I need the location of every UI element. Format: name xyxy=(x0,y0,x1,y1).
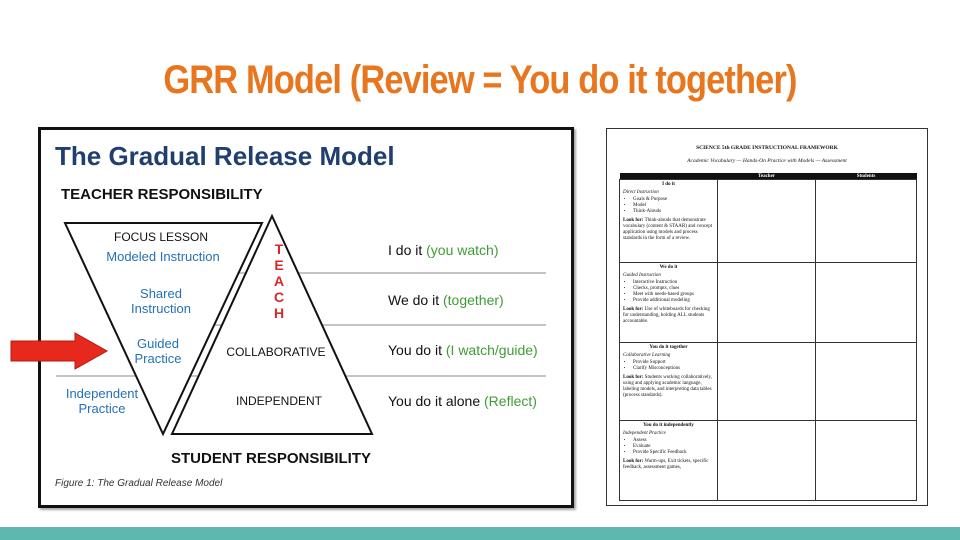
look-for-text: Look for: Students working collaborative… xyxy=(623,375,714,399)
section-head: You do it together xyxy=(649,345,688,350)
row-i-do-it: I do it (you watch) xyxy=(388,242,499,258)
framework-table: Teacher Students I do it Direct Instruct… xyxy=(619,173,917,501)
look-for-text: Look for: Warm-ups, Exit tickets, specif… xyxy=(623,459,714,471)
slide-title: GRR Model (Review = You do it together) xyxy=(163,58,797,102)
teach-letter: C xyxy=(274,289,284,305)
teacher-triangle xyxy=(63,222,264,437)
grr-diagram: The Gradual Release Model TEACHER RESPON… xyxy=(55,141,546,489)
guided-practice-label-2: Practice xyxy=(135,351,182,366)
list-item: Interactive Instruction xyxy=(633,280,714,286)
focus-lesson-label: FOCUS LESSON xyxy=(114,230,208,244)
table-header-blank xyxy=(619,173,718,180)
list-item: Clarify Misconceptions xyxy=(633,366,714,372)
list-item: Provide Support xyxy=(633,360,714,366)
teach-letter: H xyxy=(274,305,284,321)
look-for-label: Look for: xyxy=(623,459,644,464)
row-main: You do it alone xyxy=(388,393,480,409)
list-item: Provide additional modeling xyxy=(633,298,714,304)
teach-letter: A xyxy=(274,273,284,289)
table-cell: You do it together Collaborative Learnin… xyxy=(619,342,718,421)
row-paren: (together) xyxy=(443,292,504,308)
teach-letter: T xyxy=(275,241,284,257)
section-list: Interactive Instruction Checks, prompts,… xyxy=(633,280,714,304)
list-item: Evaluate xyxy=(633,444,714,450)
row-you-do-it: You do it (I watch/guide) xyxy=(388,342,538,358)
table-row: I do it Direct Instruction Goals & Purpo… xyxy=(619,179,917,263)
list-item: Goals & Purpose xyxy=(633,197,714,203)
teacher-cell xyxy=(717,262,816,343)
look-for-text: Look for: Think-alouds that demonstrate … xyxy=(623,218,714,242)
section-list: Goals & Purpose Model Think-Alouds xyxy=(633,197,714,215)
list-item: Model xyxy=(633,203,714,209)
row-paren: (you watch) xyxy=(426,242,498,258)
section-sub: Independent Practice xyxy=(623,431,666,436)
list-item: Checks, prompts, clues xyxy=(633,286,714,292)
right-arrow-icon xyxy=(10,332,109,370)
look-for-label: Look for: xyxy=(623,307,644,312)
look-for-body: Warm-ups, Exit tickets, specific feedbac… xyxy=(623,459,709,470)
look-for-body: Use of whiteboards for checking for unde… xyxy=(623,307,710,324)
figure-caption: Figure 1: The Gradual Release Model xyxy=(55,478,223,489)
row-paren: (Reflect) xyxy=(484,393,537,409)
row-main: We do it xyxy=(388,292,439,308)
independent-label: INDEPENDENT xyxy=(236,394,323,408)
row-main: You do it xyxy=(388,342,442,358)
students-cell xyxy=(815,342,917,421)
grr-heading: The Gradual Release Model xyxy=(55,141,395,171)
modeled-instruction-label: Modeled Instruction xyxy=(106,249,219,264)
table-cell: I do it Direct Instruction Goals & Purpo… xyxy=(619,179,718,263)
table-cell: You do it independently Independent Prac… xyxy=(619,420,718,501)
table-row: We do it Guided Instruction Interactive … xyxy=(619,262,917,343)
section-sub: Collaborative Learning xyxy=(623,353,671,358)
table-row: You do it together Collaborative Learnin… xyxy=(619,342,917,421)
independent-practice-label-2: Practice xyxy=(79,401,126,416)
table-header-students: Students xyxy=(815,173,917,180)
look-for-label: Look for: xyxy=(623,375,644,380)
table-row: You do it independently Independent Prac… xyxy=(619,420,917,501)
framework-subtitle: Academic Vocabulary — Hands-On Practice … xyxy=(687,158,847,164)
row-main: I do it xyxy=(388,242,422,258)
teacher-responsibility-label: TEACHER RESPONSIBILITY xyxy=(61,186,263,203)
section-head: You do it independently xyxy=(643,423,694,428)
grr-figure: The Gradual Release Model TEACHER RESPON… xyxy=(38,127,574,508)
row-we-do-it: We do it (together) xyxy=(388,292,504,308)
guided-practice-label-1: Guided xyxy=(137,336,179,351)
section-list: Provide Support Clarify Misconceptions xyxy=(633,360,714,372)
framework-document: SCIENCE 5th GRADE INSTRUCTIONAL FRAMEWOR… xyxy=(606,128,928,506)
look-for-body: Think-alouds that demonstrate vocabulary… xyxy=(623,218,713,241)
look-for-body: Students working collaboratively, using … xyxy=(623,375,712,398)
look-for-text: Look for: Use of whiteboards for checkin… xyxy=(623,307,714,325)
list-item: Provide Specific Feedback xyxy=(633,450,714,456)
collaborative-label: COLLABORATIVE xyxy=(226,345,325,359)
students-cell xyxy=(815,420,917,501)
section-sub: Guided Instruction xyxy=(623,273,661,278)
teacher-cell xyxy=(717,420,816,501)
list-item: Meet with needs-based groups xyxy=(633,292,714,298)
teacher-cell xyxy=(717,342,816,421)
section-list: Assess Evaluate Provide Specific Feedbac… xyxy=(633,438,714,456)
shared-instruction-label-2: Instruction xyxy=(131,301,191,316)
student-triangle xyxy=(170,213,374,435)
teach-letter: E xyxy=(274,257,283,273)
row-you-do-it-alone: You do it alone (Reflect) xyxy=(388,393,537,409)
list-item: Assess xyxy=(633,438,714,444)
framework-title: SCIENCE 5th GRADE INSTRUCTIONAL FRAMEWOR… xyxy=(696,145,838,151)
teacher-cell xyxy=(717,179,816,263)
section-head: We do it xyxy=(659,265,678,270)
section-head: I do it xyxy=(662,182,675,187)
student-responsibility-label: STUDENT RESPONSIBILITY xyxy=(171,450,371,467)
table-header-row: Teacher Students xyxy=(619,173,917,180)
section-sub: Direct Instruction xyxy=(623,190,659,195)
table-cell: We do it Guided Instruction Interactive … xyxy=(619,262,718,343)
look-for-label: Look for: xyxy=(623,218,644,223)
bottom-accent-bar xyxy=(0,527,960,540)
independent-practice-label-1: Independent xyxy=(66,386,139,401)
students-cell xyxy=(815,179,917,263)
table-header-teacher: Teacher xyxy=(717,173,816,180)
row-paren: (I watch/guide) xyxy=(446,342,538,358)
students-cell xyxy=(815,262,917,343)
list-item: Think-Alouds xyxy=(633,209,714,215)
shared-instruction-label-1: Shared xyxy=(140,286,182,301)
